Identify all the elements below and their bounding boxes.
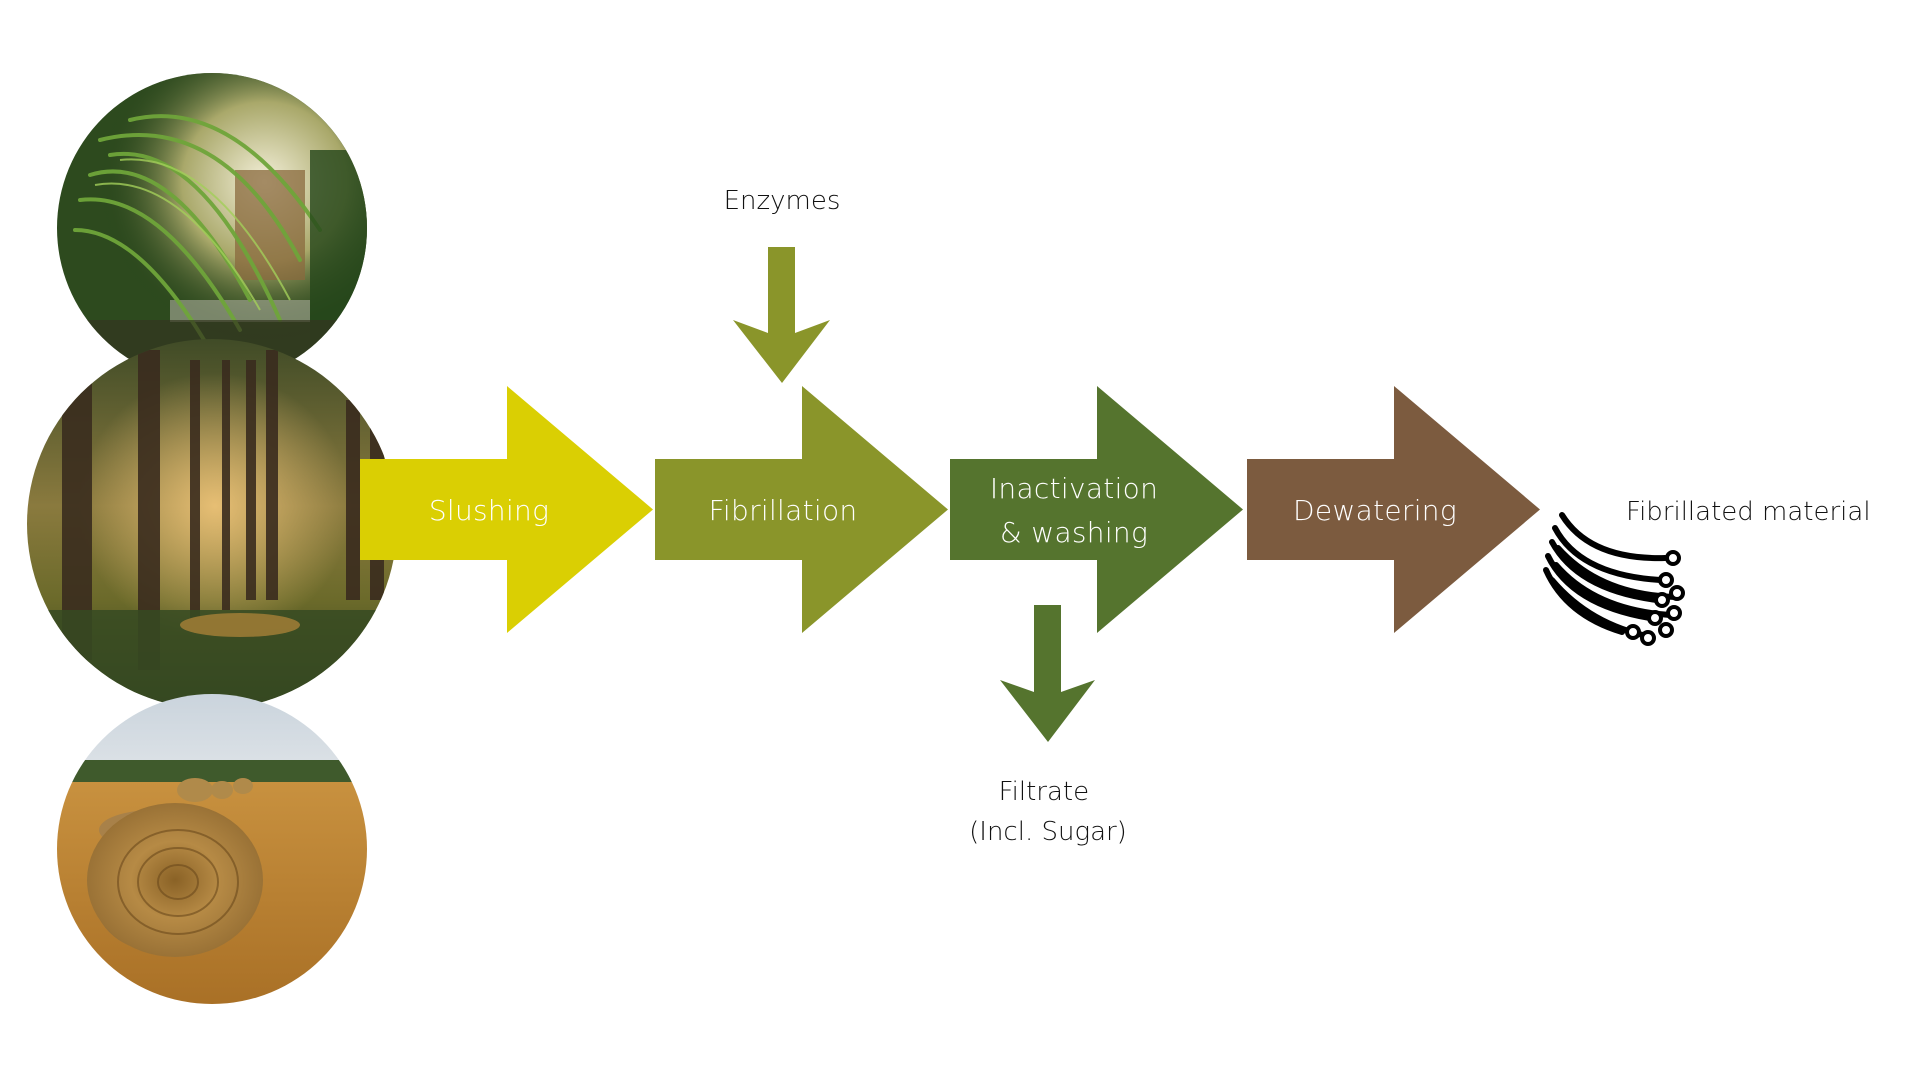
step-label-inactivation: Inactivation & washing <box>990 472 1158 549</box>
source-image-forest <box>27 339 397 709</box>
enzymes-input: Enzymes <box>724 186 841 383</box>
filtrate-output: Filtrate (Incl. Sugar) <box>969 605 1127 847</box>
step-label-line: Dewatering <box>1293 494 1457 527</box>
filtrate-label-line-1: Filtrate <box>999 777 1090 807</box>
enzymes-label: Enzymes <box>724 186 841 216</box>
fibrillated-material-label: Fibrillated material <box>1626 497 1871 527</box>
step-label-line: Inactivation <box>990 472 1158 505</box>
process-steps: Slushing Fibrillation Inactivation & washin… <box>360 386 1540 633</box>
filtrate-label: Filtrate (Incl. Sugar) <box>969 777 1127 847</box>
step-arrow-fibrillation <box>655 386 948 633</box>
filtrate-down-arrow-icon <box>1000 605 1095 742</box>
enzymes-down-arrow-icon <box>733 247 830 383</box>
step-label-line: Fibrillation <box>709 494 858 527</box>
source-image-straw-bales <box>57 694 367 1004</box>
step-label-dewatering: Dewatering <box>1293 494 1457 527</box>
step-arrow-inactivation <box>950 386 1243 633</box>
fiber-bundle-icon <box>1543 512 1685 646</box>
step-label-slushing: Slushing <box>429 494 549 527</box>
step-arrow-dewatering <box>1247 386 1540 633</box>
filtrate-label-line-2: (Incl. Sugar) <box>969 817 1127 847</box>
step-label-line: & washing <box>1000 516 1148 549</box>
step-arrow-slushing <box>360 386 653 633</box>
step-label-line: Slushing <box>429 494 549 527</box>
step-label-fibrillation: Fibrillation <box>709 494 858 527</box>
